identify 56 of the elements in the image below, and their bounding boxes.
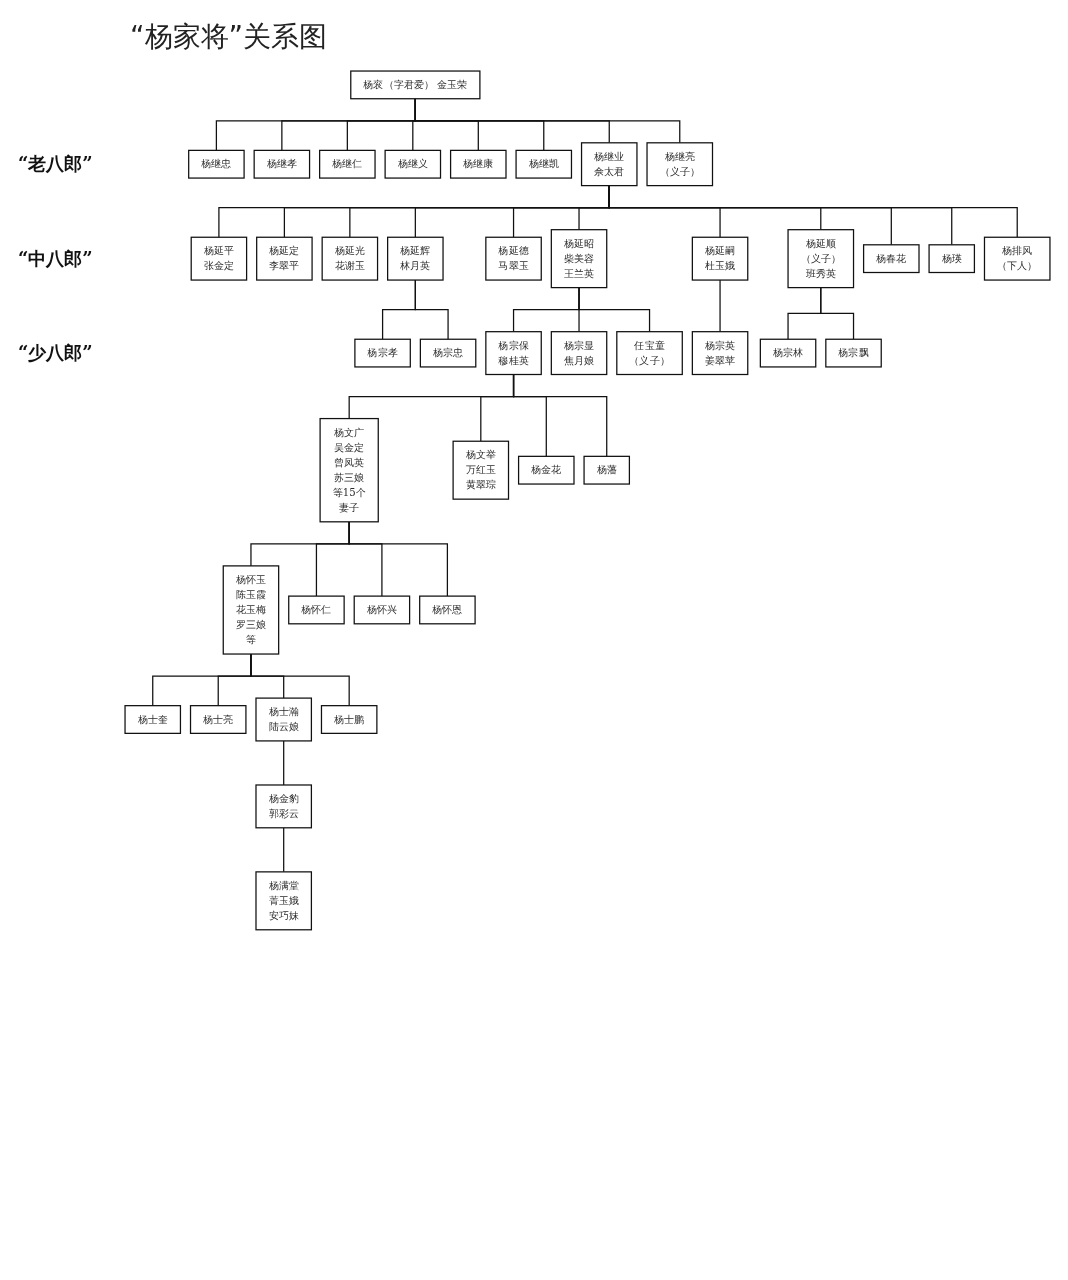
name-box: 杨延昭 柴美容 王兰英	[550, 229, 608, 289]
connector-line	[719, 279, 721, 333]
connector-line	[414, 279, 449, 340]
name-box: 杨宗显 焦月娘	[550, 331, 608, 376]
name-box: 杨继康	[449, 149, 507, 179]
name-box: 杨宗英 姜翠苹	[691, 331, 749, 376]
name-box: 杨怀兴	[353, 595, 411, 625]
name-box: 杨宗孝	[354, 338, 411, 368]
name-box: 任宝童 （义子）	[616, 331, 683, 376]
name-box: 杨继义	[384, 149, 442, 179]
diagram-title: “杨家将”关系图	[130, 19, 327, 55]
name-box: 杨满堂 菁玉娥 安巧妹	[255, 871, 313, 931]
name-box: 杨延顺 （义子） 班秀英	[787, 229, 855, 289]
name-box: 杨继忠	[188, 149, 245, 179]
connector-line	[250, 653, 350, 707]
name-box: 杨士鹏	[320, 705, 378, 734]
generation-label: “老八郎”	[18, 152, 93, 177]
name-box: 杨士奎	[124, 705, 182, 734]
name-box: 杨士瀚 陆云娘	[255, 697, 313, 742]
name-box: 杨怀恩	[419, 595, 476, 625]
connector-line	[414, 98, 681, 144]
name-box: 杨藩	[583, 455, 631, 485]
name-box: 杨排风 （下人）	[983, 236, 1051, 281]
name-box: 杨延嗣 杜玉娥	[691, 236, 749, 281]
name-box: 杨士亮	[189, 705, 247, 734]
name-box: 杨怀仁	[288, 595, 345, 625]
name-box: 杨继亮 （义子）	[646, 142, 714, 187]
name-box: 杨延定 李翠平	[256, 236, 313, 281]
name-box: 杨宗忠	[419, 338, 477, 368]
name-box: 杨延德 马翠玉	[485, 236, 542, 281]
name-box: 杨金花	[517, 455, 575, 485]
name-box: 杨继凯	[515, 149, 573, 179]
name-box: 杨衮（字君爱） 金玉荣	[350, 70, 481, 100]
name-box: 杨文广 吴金定 曾凤英 苏三娘 等15个 妻子	[319, 417, 379, 523]
name-box: 杨宗保 穆桂英	[485, 331, 542, 376]
name-box: 杨春花	[862, 244, 920, 274]
name-box: 杨文举 万红玉 黄翠琮	[452, 440, 510, 500]
name-box: 杨金豹 郭彩云	[255, 784, 313, 829]
name-box: 杨延平 张金定	[190, 236, 248, 281]
name-box: 杨宗飘	[825, 338, 882, 368]
name-box: 杨继仁	[319, 149, 376, 179]
connector-line	[512, 373, 608, 457]
connector-line	[283, 827, 285, 873]
generation-label: “少八郎”	[18, 341, 93, 366]
connector-line	[820, 287, 855, 340]
name-box: 杨宗林	[759, 338, 817, 368]
connector-line	[348, 521, 448, 597]
name-box: 杨延光 花谢玉	[321, 236, 379, 281]
name-box: 杨怀玉 陈玉霞 花玉梅 罗三娘 等	[222, 565, 280, 655]
connector-line	[578, 287, 651, 333]
name-box: 杨继孝	[253, 149, 311, 179]
name-box: 杨瑛	[928, 244, 976, 274]
name-box: 杨延辉 林月英	[387, 236, 444, 281]
generation-label: “中八郎”	[18, 246, 93, 271]
connector-line	[283, 740, 285, 786]
name-box: 杨继业 佘太君	[580, 142, 638, 187]
